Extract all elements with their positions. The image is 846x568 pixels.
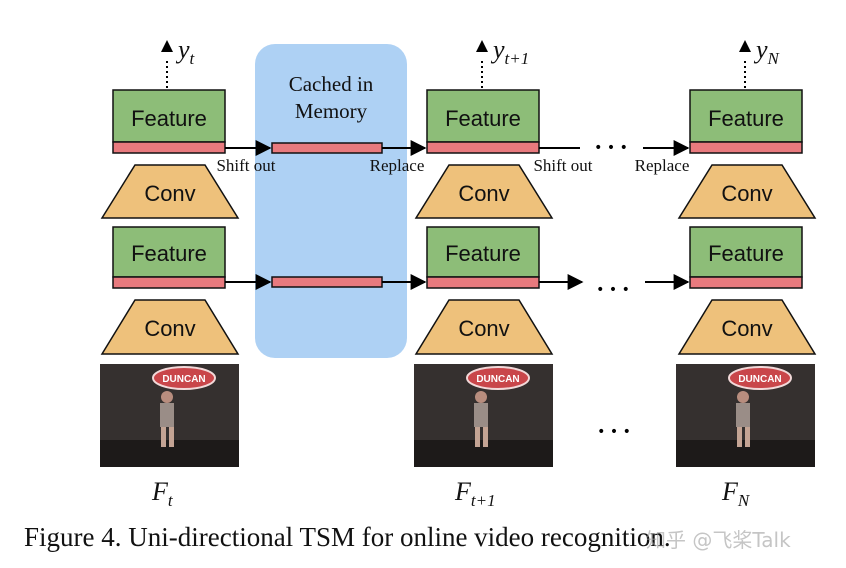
feature-block-top-n bbox=[689, 89, 803, 143]
conv-block-bottom-t-plus-1 bbox=[414, 299, 554, 355]
replace-label-1: Replace bbox=[370, 156, 425, 175]
cache-label-line2: Memory bbox=[295, 99, 368, 123]
svg-text:DUNCAN: DUNCAN bbox=[738, 374, 781, 385]
output-label-t: yt bbox=[175, 35, 196, 68]
frame-label-n: FN bbox=[721, 477, 751, 510]
frame-label-t: Ft bbox=[151, 477, 174, 510]
ellipsis-top: • • • bbox=[594, 140, 628, 156]
ellipsis-frames: • • • bbox=[597, 424, 631, 440]
cache-label-line1: Cached in bbox=[289, 72, 374, 96]
conv-block-top-t bbox=[100, 164, 240, 219]
column-n: yN Feature Conv Feature Conv DUNCAN FN bbox=[676, 35, 817, 510]
feature-block-bottom-t-plus-1 bbox=[426, 226, 540, 278]
svg-text:DUNCAN: DUNCAN bbox=[162, 374, 205, 385]
frame-label-t-plus-1: Ft+1 bbox=[454, 477, 496, 510]
svg-text:DUNCAN: DUNCAN bbox=[476, 374, 519, 385]
conv-block-top-n bbox=[677, 164, 817, 219]
feature-label: Feature bbox=[131, 241, 207, 266]
conv-label: Conv bbox=[721, 181, 772, 206]
ellipsis-middle: • • • bbox=[596, 282, 630, 298]
output-label-n: yN bbox=[753, 35, 781, 68]
video-frame-n: DUNCAN bbox=[676, 364, 815, 467]
conv-block-bottom-t bbox=[100, 299, 240, 355]
feature-block-top-t-plus-1 bbox=[426, 89, 540, 143]
conv-label: Conv bbox=[144, 316, 195, 341]
shift-bar-top-t bbox=[112, 141, 226, 154]
conv-block-bottom-n bbox=[677, 299, 817, 355]
shift-bar-bottom-n bbox=[689, 276, 803, 289]
shift-bar-top-n bbox=[689, 141, 803, 154]
conv-label: Conv bbox=[458, 316, 509, 341]
video-frame-t: DUNCAN bbox=[100, 364, 239, 467]
feature-label: Feature bbox=[708, 106, 784, 131]
watermark: 知乎 @飞桨Talk bbox=[646, 528, 791, 552]
shift-bar-bottom-t-plus-1 bbox=[426, 276, 540, 289]
figure-caption: Figure 4. Uni-directional TSM for online… bbox=[24, 522, 671, 552]
feature-label: Feature bbox=[445, 106, 521, 131]
feature-label: Feature bbox=[131, 106, 207, 131]
shift-out-label-2: Shift out bbox=[533, 156, 592, 175]
conv-label: Conv bbox=[144, 181, 195, 206]
feature-label: Feature bbox=[445, 241, 521, 266]
output-arrow-icon bbox=[739, 40, 751, 52]
conv-block-top-t-plus-1 bbox=[414, 164, 554, 219]
column-t-plus-1: yt+1 Feature Conv Feature Conv DUNCAN Ft… bbox=[414, 35, 554, 510]
cached-shift-bar-top bbox=[271, 142, 383, 154]
video-frame-t-plus-1: DUNCAN bbox=[414, 364, 553, 467]
column-t: yt Feature Conv Feature Conv DUNCAN Ft bbox=[100, 35, 240, 510]
cached-shift-bar-bottom bbox=[271, 276, 383, 288]
replace-label-2: Replace bbox=[635, 156, 690, 175]
shift-bar-top-t-plus-1 bbox=[426, 141, 540, 154]
conv-label: Conv bbox=[458, 181, 509, 206]
output-label-t-plus-1: yt+1 bbox=[490, 35, 529, 68]
feature-block-bottom-n bbox=[689, 226, 803, 278]
shift-out-label-1: Shift out bbox=[216, 156, 275, 175]
feature-label: Feature bbox=[708, 241, 784, 266]
output-arrow-icon bbox=[476, 40, 488, 52]
conv-label: Conv bbox=[721, 316, 772, 341]
tsm-diagram: Cached in Memory yt Feature Conv Feature… bbox=[100, 35, 817, 510]
feature-block-top-t bbox=[112, 89, 226, 143]
shift-bar-bottom-t bbox=[112, 276, 226, 289]
output-arrow-icon bbox=[161, 40, 173, 52]
